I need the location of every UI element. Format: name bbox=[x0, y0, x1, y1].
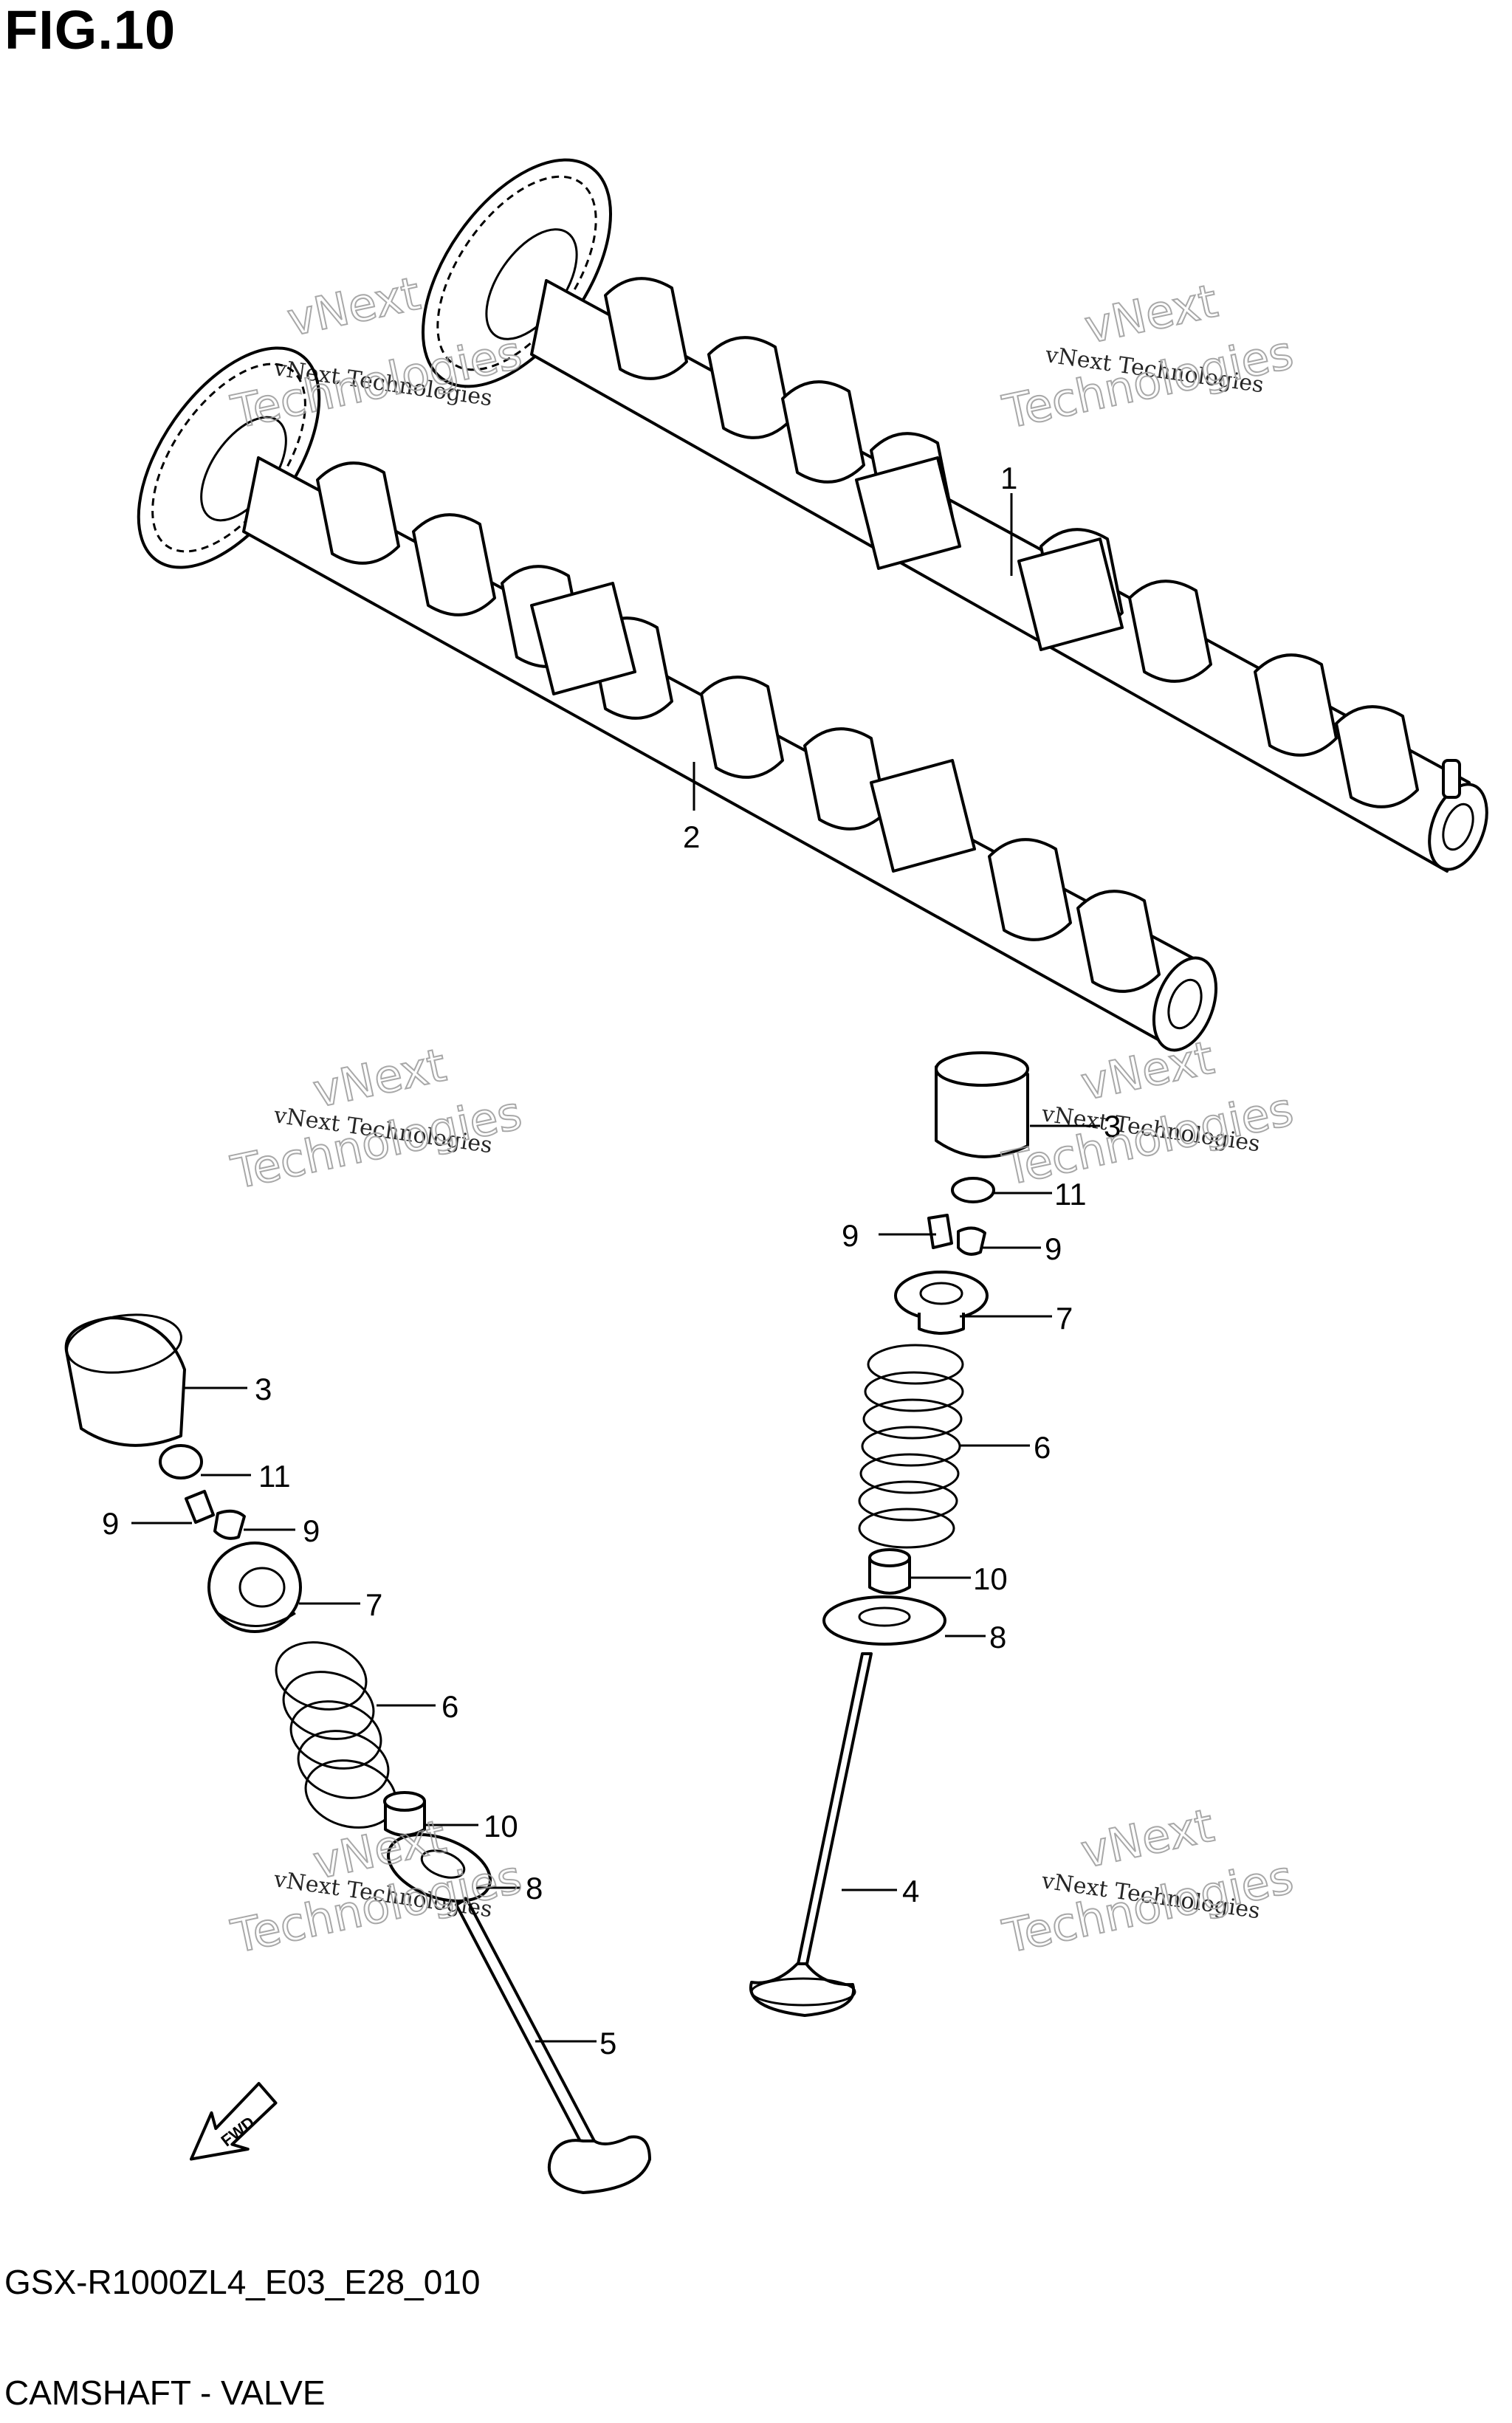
camshaft-2-part[interactable] bbox=[103, 317, 1228, 1059]
figure-title: FIG.10 bbox=[4, 0, 176, 61]
fwd-direction-arrow: FWD bbox=[189, 2082, 278, 2161]
watermark-big-2: Technologies bbox=[998, 1082, 1298, 1195]
shim-11-left[interactable] bbox=[159, 1444, 203, 1479]
shim-11-right[interactable] bbox=[951, 1177, 995, 1203]
watermark-big-2: Technologies bbox=[998, 325, 1298, 439]
callout-4: 4 bbox=[902, 1874, 919, 1908]
cotter-9-right[interactable] bbox=[927, 1214, 986, 1256]
watermark-top-right: vNext vNext Technologies Technologies bbox=[997, 273, 1299, 440]
watermark-mid-right: vNext vNext Technologies Technologies bbox=[997, 1030, 1299, 1197]
spring-6-left[interactable] bbox=[269, 1632, 404, 1837]
figure-name: CAMSHAFT - VALVE bbox=[4, 2374, 326, 2412]
watermark-mid-left: vNext vNext Technologies Technologies bbox=[226, 1037, 527, 1200]
callout-3-right: 3 bbox=[1104, 1109, 1121, 1144]
watermark-big-2: Technologies bbox=[998, 1849, 1298, 1963]
callout-11-left: 11 bbox=[258, 1459, 291, 1494]
watermark-big-1: vNext bbox=[1076, 1798, 1218, 1879]
valve-4-part[interactable] bbox=[749, 1652, 873, 2017]
callout-10-left: 10 bbox=[484, 1809, 518, 1843]
callout-labels: 1 2 3 11 9 9 7 6 10 8 4 3 11 9 9 7 6 10 … bbox=[102, 461, 1121, 2061]
callout-10-right: 10 bbox=[973, 1561, 1008, 1596]
watermark-big-2: Technologies bbox=[227, 325, 526, 439]
retainer-7-right[interactable] bbox=[894, 1271, 989, 1335]
callout-9-right-a: 9 bbox=[842, 1218, 859, 1253]
watermark-big-1: vNext bbox=[1076, 1031, 1218, 1111]
watermark-big-1: vNext bbox=[283, 267, 425, 347]
callout-7-left: 7 bbox=[365, 1587, 382, 1622]
callout-5: 5 bbox=[599, 2026, 616, 2061]
callout-6-right: 6 bbox=[1034, 1430, 1051, 1465]
callout-7-right: 7 bbox=[1056, 1301, 1073, 1336]
washer-8-left[interactable] bbox=[379, 1822, 500, 1914]
retainer-7-left[interactable] bbox=[207, 1542, 302, 1633]
callout-6-left: 6 bbox=[441, 1689, 458, 1724]
callout-11-right: 11 bbox=[1054, 1177, 1087, 1212]
figure-code: GSX-R1000ZL4_E03_E28_010 bbox=[4, 2263, 481, 2301]
callout-2: 2 bbox=[683, 819, 700, 854]
camshaft-1-part[interactable] bbox=[385, 127, 1498, 877]
washer-8-right[interactable] bbox=[822, 1595, 946, 1646]
cotter-9-left[interactable] bbox=[185, 1490, 246, 1540]
tappet-3-left[interactable] bbox=[63, 1308, 186, 1447]
callout-1: 1 bbox=[1000, 461, 1017, 495]
leader-lines bbox=[131, 493, 1100, 2043]
watermark-big-1: vNext bbox=[1080, 274, 1222, 354]
watermark-bottom-right: vNext vNext Technologies Technologies bbox=[997, 1798, 1299, 1965]
callout-9-right-b: 9 bbox=[1045, 1231, 1062, 1266]
callout-8-left: 8 bbox=[526, 1871, 543, 1905]
callout-8-right: 8 bbox=[989, 1620, 1006, 1654]
valve-5-part[interactable] bbox=[455, 1897, 651, 2194]
callout-9-left-b: 9 bbox=[303, 1513, 320, 1548]
spring-6-right[interactable] bbox=[858, 1344, 964, 1549]
seal-10-right[interactable] bbox=[868, 1548, 911, 1595]
callout-9-left-a: 9 bbox=[102, 1506, 119, 1541]
tappet-3-right[interactable] bbox=[935, 1051, 1029, 1158]
callout-3-left: 3 bbox=[255, 1372, 272, 1406]
